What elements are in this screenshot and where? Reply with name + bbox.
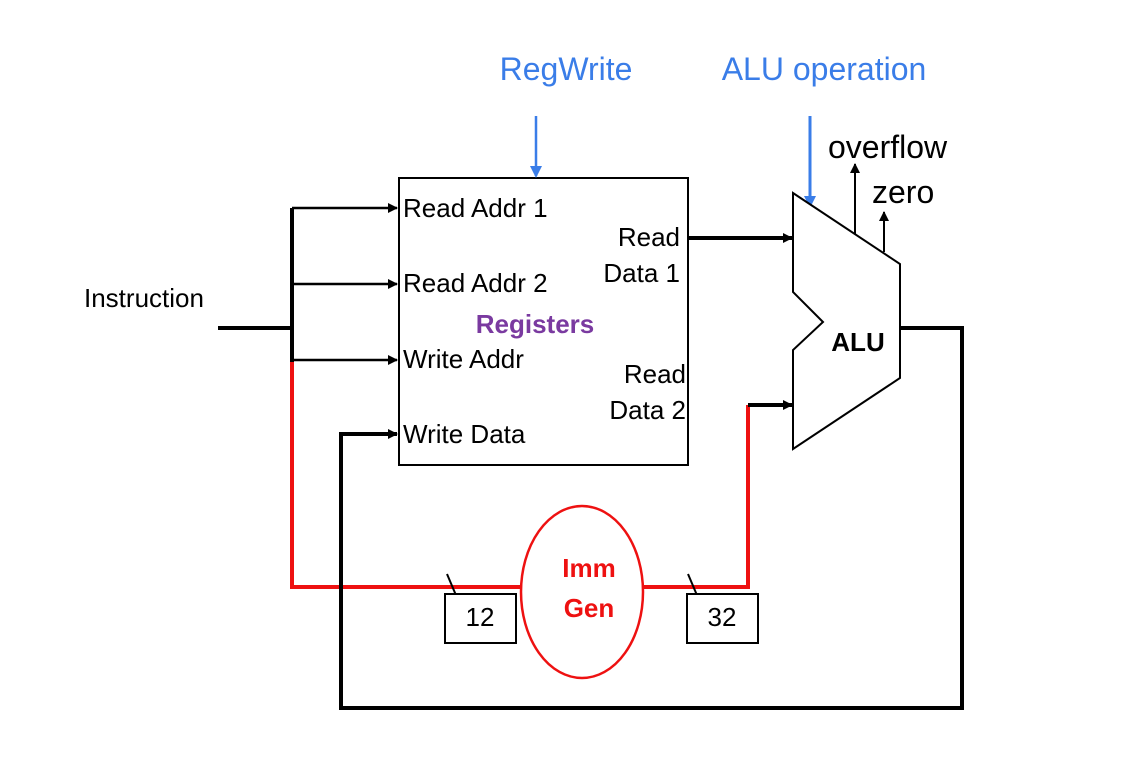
bus-width-32: 32 bbox=[708, 602, 737, 632]
bus-width-12: 12 bbox=[466, 602, 495, 632]
alu-label: ALU bbox=[831, 327, 884, 357]
registers-label: Registers bbox=[476, 309, 595, 339]
zero-label: zero bbox=[872, 174, 934, 210]
read-addr-2-label: Read Addr 2 bbox=[403, 268, 548, 298]
imm-gen-ellipse bbox=[519, 504, 645, 680]
writeback-wire bbox=[339, 326, 964, 710]
write-addr-label: Write Addr bbox=[403, 344, 524, 374]
read-data-1-label-line1: Read bbox=[618, 222, 680, 252]
regwrite-label: RegWrite bbox=[500, 51, 633, 87]
write-data-label: Write Data bbox=[403, 419, 526, 449]
bus-width-box-12 bbox=[444, 593, 517, 644]
read-addr-1-label: Read Addr 1 bbox=[403, 193, 548, 223]
immediate-wire-in bbox=[290, 362, 522, 589]
alu-block bbox=[792, 191, 901, 451]
immediate-wire-out bbox=[642, 405, 750, 589]
register-file bbox=[398, 177, 689, 466]
read-data-2-label-line2: Data 2 bbox=[609, 395, 686, 425]
alu-operation-label: ALU operation bbox=[722, 51, 927, 87]
bus-width-box-32 bbox=[686, 593, 759, 644]
read-data-2-label-line1: Read bbox=[624, 359, 686, 389]
read-data-1-label-line2: Data 1 bbox=[603, 258, 680, 288]
overflow-label: overflow bbox=[828, 129, 948, 165]
imm-gen-label-line1: Imm bbox=[562, 553, 615, 583]
imm-gen-label-line2: Gen bbox=[564, 593, 615, 623]
instruction-label: Instruction bbox=[84, 283, 204, 313]
